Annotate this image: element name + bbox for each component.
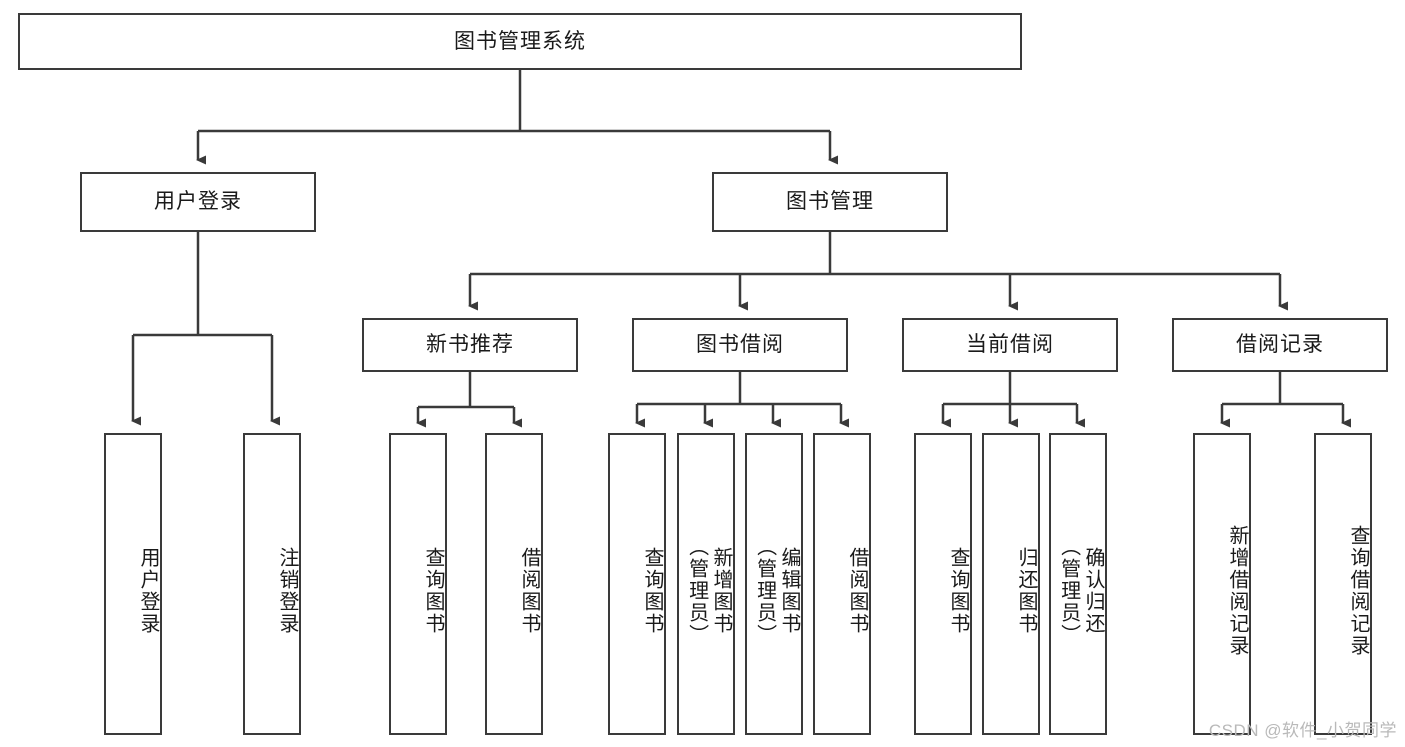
leaf-user-login-signin[interactable]: 用户登录 [104, 433, 162, 735]
leaf-newbook-borrow-books[interactable]: 借阅图书 [485, 433, 543, 735]
node-user-login[interactable]: 用户登录 [80, 172, 316, 232]
leaf-record-query-record[interactable]: 查询借阅记录 [1314, 433, 1372, 735]
node-borrow-record[interactable]: 借阅记录 [1172, 318, 1388, 372]
node-current-borrow[interactable]: 当前借阅 [902, 318, 1118, 372]
leaf-newbook-query-books[interactable]: 查询图书 [389, 433, 447, 735]
leaf-borrow-borrow-books[interactable]: 借阅图书 [813, 433, 871, 735]
leaf-current-query-books[interactable]: 查询图书 [914, 433, 972, 735]
leaf-borrow-add-book-admin[interactable]: 新增图书 （管理员） [677, 433, 735, 735]
node-new-book-recommend[interactable]: 新书推荐 [362, 318, 578, 372]
leaf-borrow-query-books[interactable]: 查询图书 [608, 433, 666, 735]
leaf-record-add-record[interactable]: 新增借阅记录 [1193, 433, 1251, 735]
leaf-borrow-edit-book-admin[interactable]: 编辑图书 （管理员） [745, 433, 803, 735]
leaf-current-return-books[interactable]: 归还图书 [982, 433, 1040, 735]
leaf-current-confirm-return-admin[interactable]: 确认归还 （管理员） [1049, 433, 1107, 735]
node-root[interactable]: 图书管理系统 [18, 13, 1022, 70]
node-book-borrow[interactable]: 图书借阅 [632, 318, 848, 372]
node-book-management[interactable]: 图书管理 [712, 172, 948, 232]
watermark-text: CSDN @软件_小贺同学 [1208, 721, 1397, 740]
leaf-user-login-signout[interactable]: 注销登录 [243, 433, 301, 735]
